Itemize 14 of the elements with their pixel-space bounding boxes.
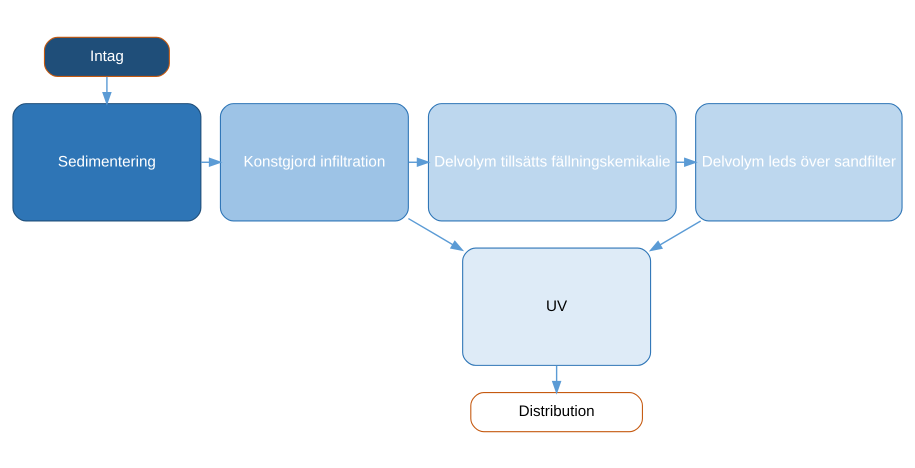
node-box: Konstgjord infiltration (220, 102, 409, 221)
arrow (408, 217, 464, 251)
node-box: Sedimentering (12, 102, 202, 221)
arrow (408, 156, 430, 167)
arrow (648, 220, 702, 251)
arrow (102, 76, 112, 106)
arrow (676, 156, 698, 167)
node-box: UV (462, 247, 652, 366)
node-box: Delvolym tillsätts fällningskemikalie (428, 102, 677, 221)
arrow (200, 156, 223, 167)
node-box: Delvolym leds över sandfilter (695, 102, 903, 221)
node-box: Distribution (470, 392, 643, 432)
node-box: Intag (44, 36, 170, 76)
arrow (552, 364, 562, 394)
